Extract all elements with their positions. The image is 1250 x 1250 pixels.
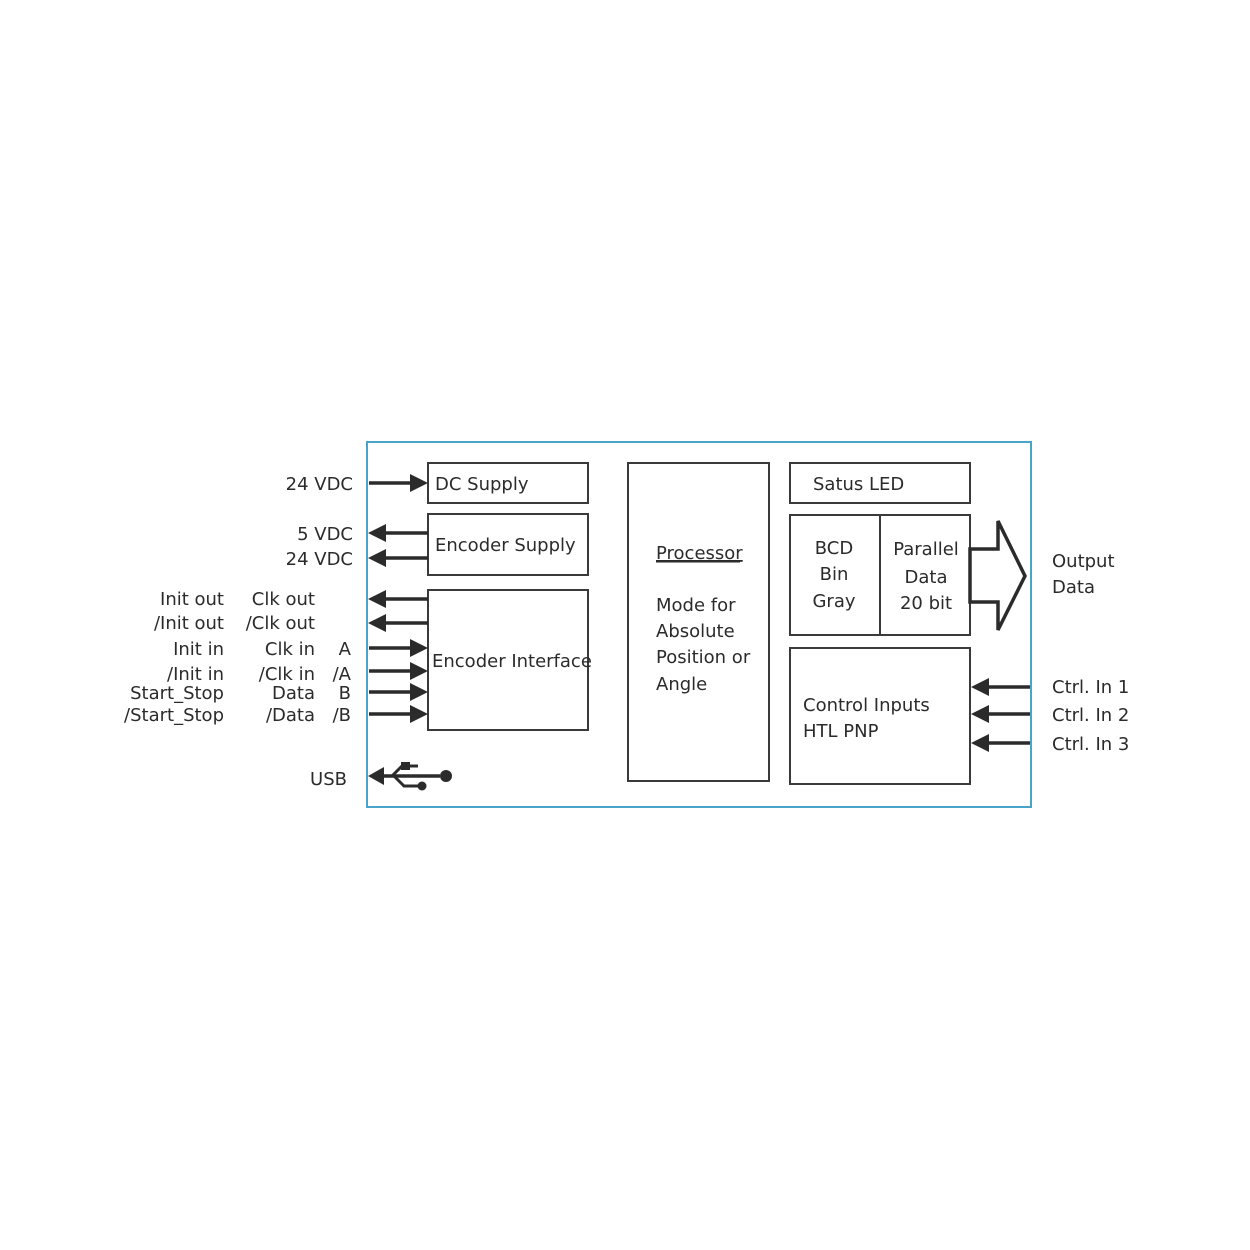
label-a-n: /A: [333, 664, 352, 685]
format-line-1: BCD: [815, 538, 853, 559]
encoder-supply-label: Encoder Supply: [435, 535, 576, 556]
label-output-1: Output: [1052, 551, 1115, 572]
processor-line-4: Angle: [656, 674, 707, 695]
control-inputs-block: [789, 647, 971, 785]
label-ctrl2: Ctrl. In 2: [1052, 705, 1129, 726]
label-start-stop-n: /Start_Stop: [124, 705, 224, 726]
processor-block: [627, 462, 770, 782]
label-clk-out-n: /Clk out: [246, 613, 315, 634]
label-init-out-n: /Init out: [154, 613, 224, 634]
label-data-n: /Data: [266, 705, 315, 726]
label-supply-24v: 24 VDC: [286, 549, 353, 570]
ctrl2-arrowhead: [971, 705, 989, 723]
label-init-out: Init out: [160, 589, 224, 610]
label-b: B: [339, 683, 351, 704]
clk-out-n-arrowhead: [368, 614, 386, 632]
label-ctrl3: Ctrl. In 3: [1052, 734, 1129, 755]
label-clk-out: Clk out: [252, 589, 315, 610]
parallel-line-1: Parallel: [893, 539, 959, 560]
status-led-label: Satus LED: [813, 474, 904, 495]
processor-line-2: Absolute: [656, 621, 735, 642]
label-init-in: Init in: [173, 639, 224, 660]
encoder-supply-block: [427, 513, 589, 576]
parallel-line-3: 20 bit: [900, 593, 952, 614]
label-clk-in-n: /Clk in: [259, 664, 315, 685]
control-line-2: HTL PNP: [803, 721, 879, 742]
data-n-arrowhead: [410, 705, 428, 723]
supply-5v-arrowhead: [368, 524, 386, 542]
hollow-arrow-icon: [968, 520, 1027, 631]
dc-in-arrowhead: [410, 474, 428, 492]
processor-title: Processor: [656, 543, 743, 564]
parallel-line-2: Data: [905, 567, 948, 588]
control-line-1: Control Inputs: [803, 695, 930, 716]
label-start-stop: Start_Stop: [130, 683, 224, 704]
processor-line-3: Position or: [656, 647, 751, 668]
format-line-2: Bin: [820, 564, 849, 585]
encoder-interface-block: [427, 589, 589, 731]
usb-icon: [368, 762, 452, 791]
data-arrowhead: [410, 683, 428, 701]
label-usb: USB: [310, 769, 347, 790]
processor-line-1: Mode for: [656, 595, 736, 616]
label-ctrl1: Ctrl. In 1: [1052, 677, 1129, 698]
label-supply-5v: 5 VDC: [297, 524, 353, 545]
label-a: A: [339, 639, 352, 660]
dc-supply-label: DC Supply: [435, 474, 529, 495]
label-b-n: /B: [333, 705, 351, 726]
clk-in-n-arrowhead: [410, 662, 428, 680]
ctrl3-arrowhead: [971, 734, 989, 752]
ctrl1-arrowhead: [971, 678, 989, 696]
status-led-block: [789, 462, 971, 504]
clk-in-arrowhead: [410, 639, 428, 657]
label-output-2: Data: [1052, 577, 1095, 598]
label-init-in-n: /Init in: [167, 664, 224, 685]
format-line-3: Gray: [812, 591, 855, 612]
label-dc-in: 24 VDC: [286, 474, 353, 495]
label-clk-in: Clk in: [265, 639, 315, 660]
supply-24v-arrowhead: [368, 549, 386, 567]
module-frame: [366, 441, 1032, 808]
clk-out-arrowhead: [368, 590, 386, 608]
label-data: Data: [272, 683, 315, 704]
encoder-interface-label: Encoder Interface: [432, 651, 592, 672]
